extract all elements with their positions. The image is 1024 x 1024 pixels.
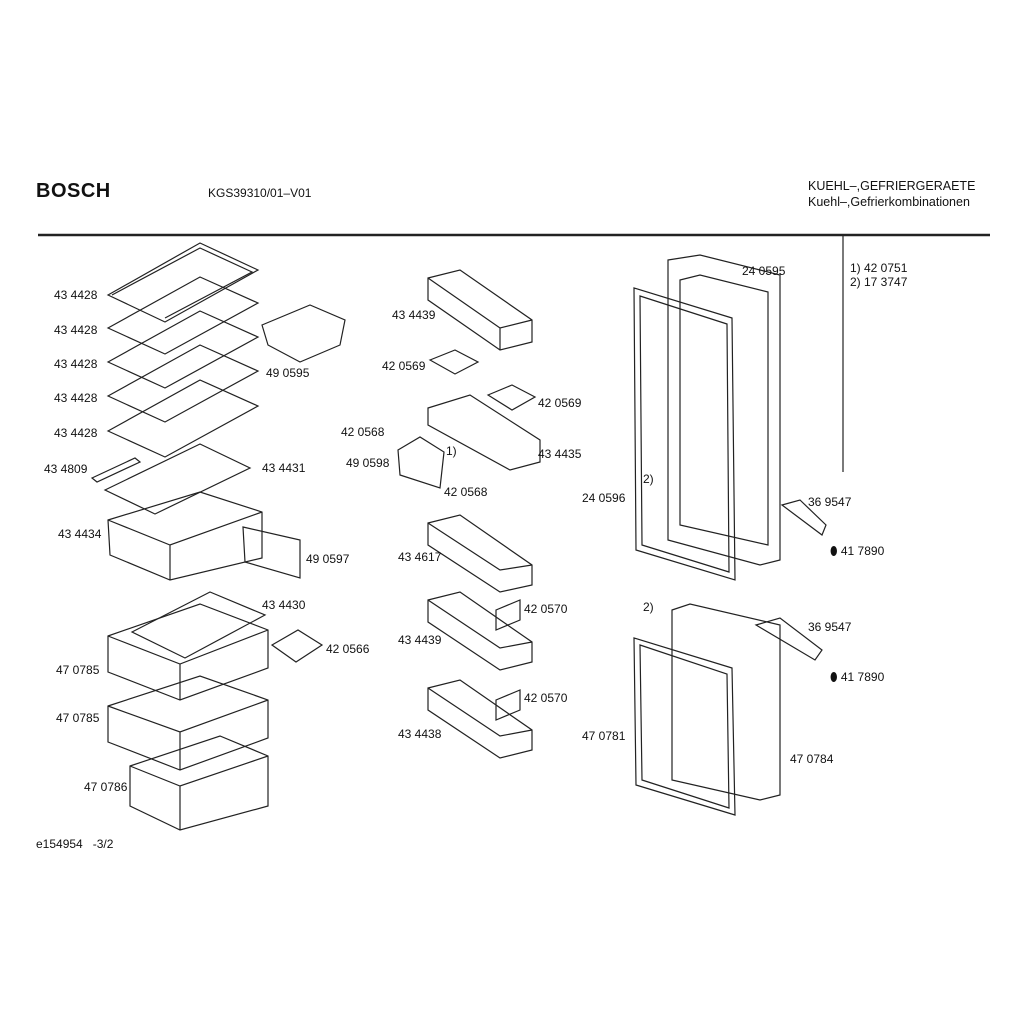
bin-cover xyxy=(397,436,445,489)
note-marker: 1) xyxy=(446,444,457,458)
egg-tray xyxy=(428,349,480,375)
footer-code: e154954 -3/2 xyxy=(36,837,114,851)
category: KUEHL–,GEFRIERGERAETE Kuehl–,Gefrierkomb… xyxy=(808,178,975,210)
crisper-cover xyxy=(242,526,301,579)
part-label: 24 0595 xyxy=(742,264,786,278)
part-label: 42 0570 xyxy=(524,602,568,616)
part-label: 24 0596 xyxy=(582,491,626,505)
ice-tray xyxy=(270,629,324,663)
part-label: 43 4439 xyxy=(398,633,442,647)
part-label: 43 4428 xyxy=(54,288,98,302)
part-label: 47 0784 xyxy=(790,752,834,766)
part-label: 43 4428 xyxy=(54,357,98,371)
door-hinge xyxy=(780,499,827,536)
shelf-strip xyxy=(90,457,142,483)
bin-dividers xyxy=(495,599,521,721)
part-label: 42 0570 xyxy=(524,691,568,705)
category-line2: Kuehl–,Gefrierkombinationen xyxy=(808,195,970,209)
part-number: 41 7890 xyxy=(840,670,885,684)
fridge-door xyxy=(633,254,781,581)
part-label: 43 4430 xyxy=(262,598,306,612)
part-label: 47 0786 xyxy=(84,780,128,794)
part-label: 43 4428 xyxy=(54,391,98,405)
part-label: 49 0598 xyxy=(346,456,390,470)
part-label: 49 0597 xyxy=(306,552,350,566)
glass-shelves xyxy=(103,242,260,515)
part-label: 42 0568 xyxy=(341,425,385,439)
part-label: 47 0781 xyxy=(582,729,626,743)
part-label: 43 4428 xyxy=(54,323,98,337)
door-hinge xyxy=(754,617,823,661)
freezer-door xyxy=(633,603,781,816)
part-label: 43 4617 xyxy=(398,550,442,564)
part-label: 47 0785 xyxy=(56,711,100,725)
crisper-tray xyxy=(107,491,263,581)
note-2: 2) 17 3747 xyxy=(850,275,908,289)
part-label: ⬮ 41 7890 xyxy=(830,544,885,558)
part-label: 49 0595 xyxy=(266,366,310,380)
part-number: 41 7890 xyxy=(840,544,885,558)
part-label: 42 0569 xyxy=(382,359,426,373)
small-tray xyxy=(261,304,346,363)
model-number: KGS39310/01–V01 xyxy=(208,186,312,200)
part-label: 43 4431 xyxy=(262,461,306,475)
part-label: ⬮ 41 7890 xyxy=(830,670,885,684)
part-label: 43 4438 xyxy=(398,727,442,741)
part-label: 36 9547 xyxy=(808,495,852,509)
part-label: 43 4434 xyxy=(58,527,102,541)
freezer-drawers xyxy=(107,591,269,831)
part-label: 43 4809 xyxy=(44,462,88,476)
part-label: 43 4435 xyxy=(538,447,582,461)
category-line1: KUEHL–,GEFRIERGERAETE xyxy=(808,179,976,193)
part-label: 43 4428 xyxy=(54,426,98,440)
part-label: 42 0569 xyxy=(538,396,582,410)
note-marker: 2) xyxy=(643,472,654,486)
door-bins xyxy=(427,269,541,759)
egg-tray xyxy=(486,384,537,411)
part-label: 36 9547 xyxy=(808,620,852,634)
part-label: 47 0785 xyxy=(56,663,100,677)
part-label: 43 4439 xyxy=(392,308,436,322)
part-label: 42 0566 xyxy=(326,642,370,656)
note-1: 1) 42 0751 xyxy=(850,261,908,275)
brand-logo: BOSCH xyxy=(36,180,111,202)
part-label: 42 0568 xyxy=(444,485,488,499)
note-marker: 2) xyxy=(643,600,654,614)
